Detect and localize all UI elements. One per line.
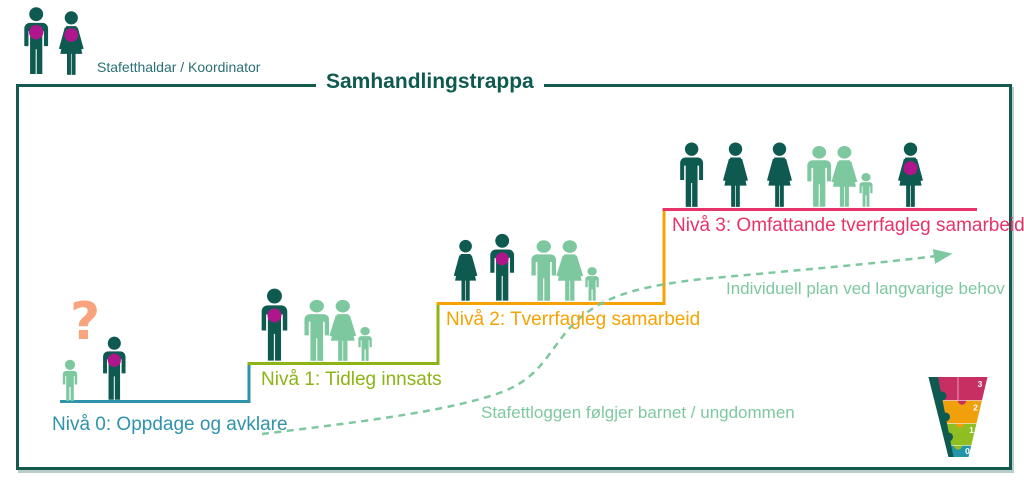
step-line-2 [436,208,666,305]
heart-dot [107,353,121,367]
heart-dot [29,25,44,40]
diagram-title: Samhandlingstrappa [316,70,544,94]
heart-dot [267,308,282,323]
level3-woman-icon [722,142,748,207]
level3-woman-icon [766,142,792,207]
coordinator-woman-icon [58,11,84,75]
coordinator-man-icon [24,7,49,75]
funnel-number: 0 [965,446,970,456]
funnel-number: 2 [973,403,978,413]
stafettlogg-curve [261,249,953,436]
individuell-plan-annotation: Individuell plan ved langvarige behov [726,279,1005,298]
heart-dot [495,252,509,266]
step-line-1 [247,302,440,365]
question-mark: ? [70,292,101,352]
heart-dot [64,28,79,42]
level0-child-icon [62,359,78,401]
bti-funnel-icon: 3 2 1 0 [928,377,988,457]
funnel-number: 1 [969,425,974,435]
level2-family-icon [531,240,598,300]
level-2-label: Nivå 2: Tverrfagleg samarbeid [446,309,701,330]
level1-adult-icon [261,288,288,361]
level3-family-icon [807,146,872,207]
funnel-number: 3 [978,379,983,389]
level1-family-icon [304,300,371,361]
heart-dot [903,161,918,176]
level-3-label: Nivå 3: Omfattande tverrfagleg samarbeid [672,215,1024,236]
level-0-label: Nivå 0: Oppdage og avklare [52,414,288,435]
level-1-label: Nivå 1: Tidleg innsats [261,369,442,390]
level3-woman-heart-icon [897,142,923,207]
coordinator-label: Stafetthaldar / Koordinator [97,59,261,75]
level3-man-icon [680,142,704,207]
step-line-0 [60,362,251,403]
level2-woman-icon [453,239,478,301]
level0-adult-icon [103,336,126,400]
stafettlogg-annotation: Stafettloggen følgjer barnet / ungdommen [481,403,795,422]
level2-adult-icon [490,233,515,301]
